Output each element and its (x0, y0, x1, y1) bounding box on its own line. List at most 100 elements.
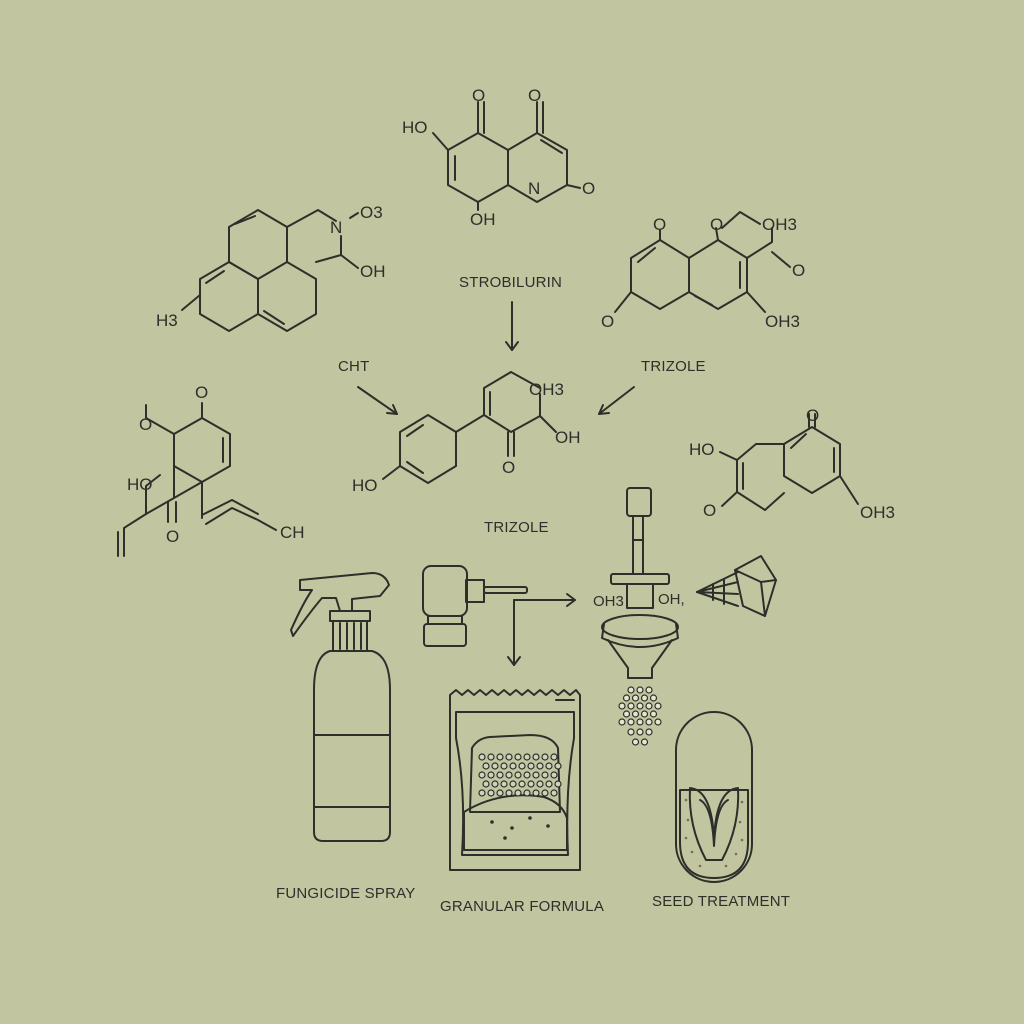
granule-dot (631, 738, 640, 746)
granule-dot (627, 702, 635, 710)
granule-dot (550, 789, 558, 797)
atom-label: O (195, 383, 208, 402)
molecule-upper-right: O O OH3 O O OH3 (601, 211, 805, 331)
atom-label: HO (689, 440, 715, 459)
granule-dot (491, 762, 499, 770)
granule-dot (527, 780, 535, 788)
granule-dot (523, 771, 531, 779)
granule-dot (649, 710, 658, 718)
granule-dot (532, 789, 540, 797)
molecule-right: O HO O OH3 (689, 406, 895, 522)
granule-dot (545, 762, 553, 770)
seed-speck (740, 800, 744, 804)
spray-bottle-icon (290, 572, 391, 842)
atom-label: O (710, 215, 723, 234)
atom-label: OH3 (765, 312, 800, 331)
granule-dot (510, 826, 514, 830)
granule-dot (482, 762, 490, 770)
granule-dot (505, 771, 513, 779)
granule-dot (550, 753, 558, 761)
atom-label: O (703, 501, 716, 520)
granule-dot (618, 702, 626, 710)
granule-dot (487, 771, 495, 779)
arrow-left-icon (598, 386, 635, 415)
atom-label: OH3 (762, 215, 797, 234)
device-label: OH, (658, 591, 685, 608)
atom-label: OH3 (860, 503, 895, 522)
granule-dot (478, 789, 486, 797)
label-cht: CHT (338, 358, 369, 375)
granule-dot (541, 771, 549, 779)
seed-speck (698, 864, 702, 868)
granule-dot (503, 836, 507, 840)
granule-dot (532, 753, 540, 761)
atom-label: N (330, 218, 342, 237)
granule-dot (627, 686, 635, 694)
granule-dot (487, 789, 495, 797)
press-icon (422, 565, 528, 647)
atom-label: H3 (156, 311, 178, 330)
granule-dot (545, 780, 553, 788)
granule-dot (514, 753, 522, 761)
granules (478, 753, 562, 840)
seed-speck (684, 798, 688, 802)
atom-label: HO (352, 476, 378, 495)
nozzle-icon (601, 487, 679, 746)
granule-dot (491, 780, 499, 788)
granule-dot (500, 762, 508, 770)
atom-label: OH (470, 210, 496, 229)
atom-label: OH (360, 262, 386, 281)
granule-dot (649, 694, 658, 702)
granule-dot (536, 780, 544, 788)
flow-arrows-icon (507, 593, 576, 666)
seed-speck (686, 818, 690, 822)
red-block-icon (734, 555, 777, 617)
granule-dot (645, 728, 653, 736)
granule-dot (550, 771, 558, 779)
atom-label: O (653, 215, 666, 234)
granule-dot (523, 753, 531, 761)
arrow-down-icon (505, 301, 519, 351)
granule-dot (546, 824, 550, 828)
granule-dot (554, 780, 562, 788)
granule-bag-icon (449, 689, 581, 871)
seed-speck (738, 820, 742, 824)
granule-dot (487, 753, 495, 761)
molecule-center: OH3 OH O HO (352, 371, 581, 495)
granule-dot (631, 694, 640, 702)
granule-dot (554, 762, 562, 770)
granule-dot (536, 762, 544, 770)
granule-dot (478, 753, 486, 761)
granule-dot (496, 753, 504, 761)
atom-label: CH (280, 523, 305, 542)
label-trizole-center: TRIZOLE (484, 519, 549, 536)
seed-speck (684, 836, 688, 840)
arrow-right-icon (357, 386, 398, 415)
granule-dot (636, 728, 644, 736)
atom-label: OH3 (529, 380, 564, 399)
granule-dot (482, 780, 490, 788)
granule-dot (518, 762, 526, 770)
granule-dot (654, 718, 662, 726)
label-fungicide-spray: FUNGICIDE SPRAY (276, 885, 415, 902)
seed-speck (724, 864, 728, 868)
label-granular-formula: GRANULAR FORMULA (440, 898, 604, 915)
atom-label: O (502, 458, 515, 477)
granule-dot (496, 771, 504, 779)
granule-dot (490, 820, 494, 824)
granule-dot (509, 762, 517, 770)
atom-label: O (601, 312, 614, 331)
granule-dot (654, 702, 662, 710)
granule-dot (532, 771, 540, 779)
granule-dot (514, 771, 522, 779)
granule-dot (645, 718, 653, 726)
label-strobilurin: STROBILURIN (459, 274, 562, 291)
atom-label: N (528, 179, 540, 198)
seed-capsule-icon (675, 711, 753, 883)
label-trizole-right: TRIZOLE (641, 358, 706, 375)
molecule-left: O O HO O CH (117, 383, 305, 557)
granule-dot (514, 789, 522, 797)
seed-speck (690, 850, 694, 854)
granule-dot (618, 718, 626, 726)
